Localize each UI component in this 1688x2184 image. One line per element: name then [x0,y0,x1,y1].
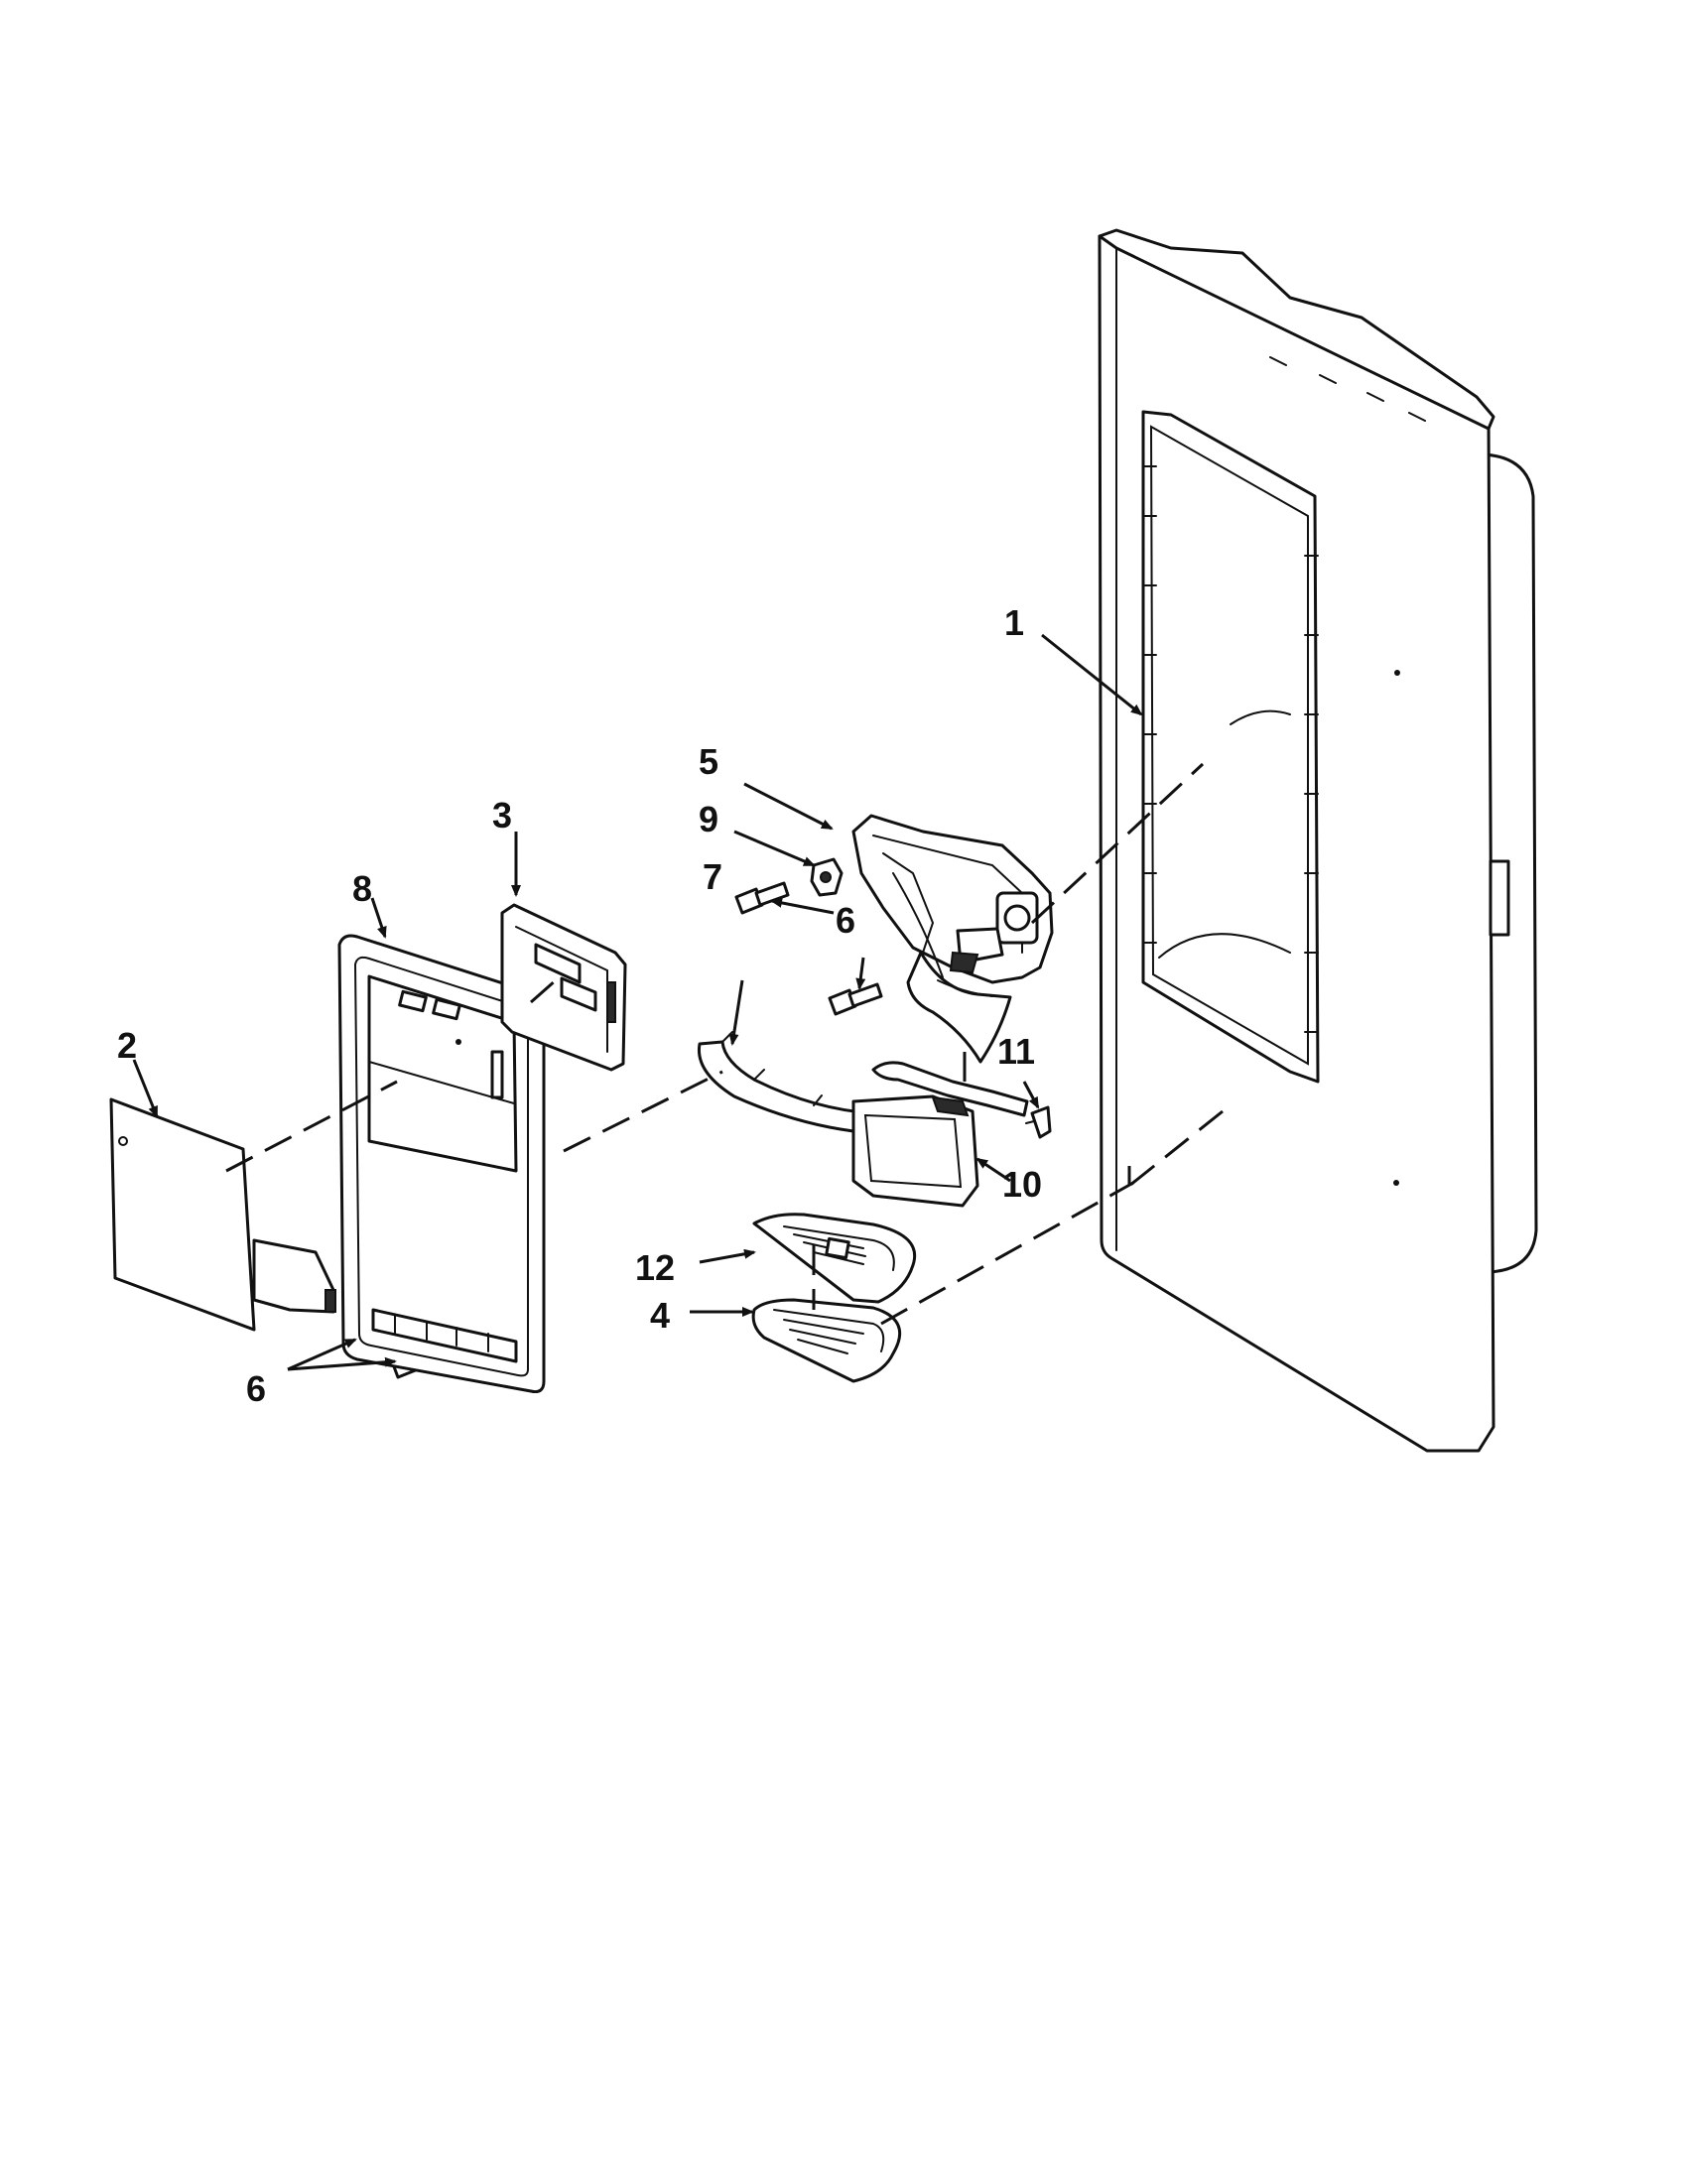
callout-6-lower: 6 [246,1368,266,1409]
callout-arrows [132,633,1143,1371]
cover-sheet-part [109,1097,336,1332]
callout-labels: 1 5 9 3 8 7 6 11 2 10 12 4 6 [117,602,1042,1409]
curved-lens-part [697,1031,875,1133]
drip-tray-part [751,1298,902,1383]
callout-5: 5 [699,741,718,782]
callout-12: 12 [635,1247,675,1288]
clip-part [810,857,844,897]
callout-2: 2 [117,1025,137,1066]
callout-1: 1 [1004,602,1024,643]
callout-11: 11 [997,1031,1035,1072]
control-board-part [500,903,627,1072]
door-panel-part [1098,228,1538,1453]
alignment-leaders [225,762,1224,1326]
bracket-part [1025,1105,1052,1139]
screw-middle [828,982,883,1016]
screw-upper [734,881,790,915]
switch-arm-part [851,1061,1029,1208]
drip-tray-grille-part [752,1213,916,1304]
dispenser-bezel-part [337,934,546,1393]
callout-8: 8 [352,868,372,909]
callout-3: 3 [492,795,512,835]
callout-6-upper: 6 [836,900,855,941]
callout-7: 7 [703,856,722,897]
callout-9: 9 [699,799,718,839]
dispenser-actuator-part [851,814,1054,1064]
callout-10: 10 [1002,1164,1042,1205]
callout-4: 4 [650,1295,670,1336]
